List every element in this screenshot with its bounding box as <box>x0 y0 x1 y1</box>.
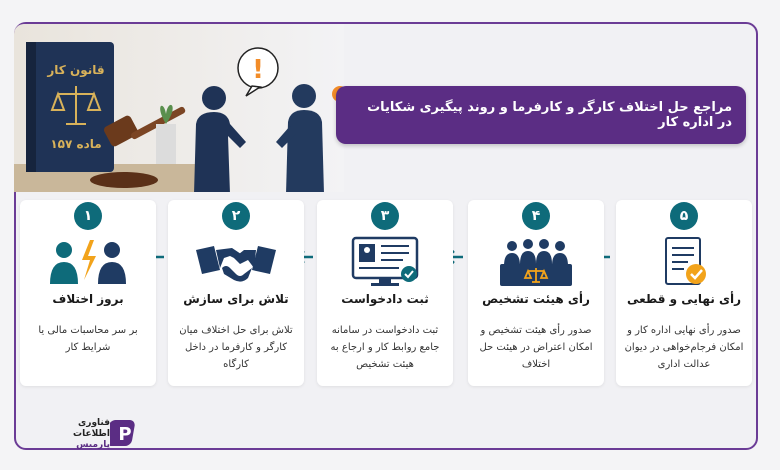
step-card-3: ۳ ثبت دادخواست ثبت دادخواست در سامانه جا… <box>317 200 453 386</box>
step-title: تلاش برای سازش <box>183 292 289 306</box>
book-article: ماده ۱۵۷ <box>50 137 101 151</box>
step-description: ثبت دادخواست در سامانه جامع روابط کار و … <box>330 325 440 370</box>
logo-mark-icon: P <box>110 420 135 446</box>
header-illustration: قانون کار ماده ۱۵۷ <box>14 24 344 192</box>
handshake-icon <box>194 236 278 288</box>
step-description: تلاش برای حل اختلاف میان کارگر و کارفرما… <box>179 325 293 370</box>
svg-text:!: ! <box>252 55 264 85</box>
process-steps: ۵ رأی نهایی و قطعی صدور رأی نهایی اداره … <box>20 200 760 390</box>
person-right <box>276 84 324 192</box>
brand-logo: فناوری اطلاعات پارمیس P <box>48 418 138 458</box>
step-card-1: ۱ بروز اختلاف بر سر محاسبات مالی یا شرای… <box>20 200 156 386</box>
step-card-2: ۲ تلاش برای سازش تلاش برای حل اختلاف میا… <box>168 200 304 386</box>
conflict-people-icon <box>46 236 130 288</box>
step-number: ۳ <box>371 202 399 230</box>
step-number: ۵ <box>670 202 698 230</box>
step-number: ۲ <box>222 202 250 230</box>
exclamation-bubble: ! <box>237 47 279 97</box>
step-title: ثبت دادخواست <box>341 292 429 306</box>
step-title: رأی نهایی و قطعی <box>626 292 742 306</box>
book-title: قانون کار <box>46 63 104 78</box>
step-number: ۴ <box>522 202 550 230</box>
law-book: قانون کار ماده ۱۵۷ <box>26 42 114 172</box>
online-petition-icon <box>343 236 427 288</box>
step-number: ۱ <box>74 202 102 230</box>
step-title: بروز اختلاف <box>52 292 124 306</box>
step-description: بر سر محاسبات مالی یا شرایط کار <box>38 325 138 353</box>
final-document-icon <box>642 236 726 288</box>
person-left <box>194 86 246 192</box>
svg-text:P: P <box>118 424 131 445</box>
gavel <box>90 106 186 188</box>
step-description: صدور رأی هیئت تشخیص و امکان اعتراض در هی… <box>479 325 593 370</box>
step-card-5: ۵ رأی نهایی و قطعی صدور رأی نهایی اداره … <box>616 200 752 386</box>
step-card-4: ۴ رأی هیئت تشخیص صدور رأی هیئت تشخیص و ا… <box>468 200 604 386</box>
step-description: صدور رأی نهایی اداره کار و امکان فرجام‌خ… <box>624 325 744 370</box>
step-title: رأی هیئت تشخیص <box>482 292 590 306</box>
page-title: مراجع حل اختلاف کارگر و کارفرما و روند پ… <box>336 86 746 144</box>
committee-icon <box>494 236 578 288</box>
logo-text: فناوری اطلاعات پارمیس <box>73 418 110 450</box>
